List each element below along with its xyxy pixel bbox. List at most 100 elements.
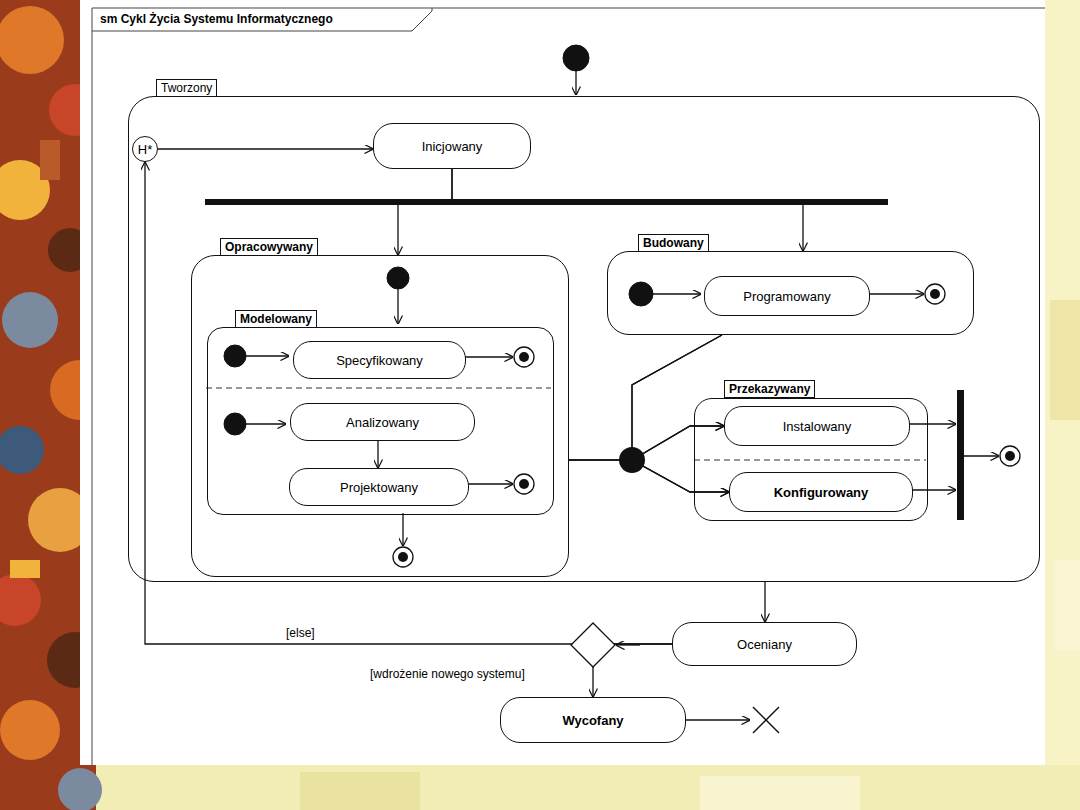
junction-point	[619, 447, 645, 473]
state-name-tab: Tworzony	[156, 79, 217, 97]
transition	[402, 513, 403, 546]
final-states	[1000, 446, 1020, 466]
state-name: Oceniany	[737, 637, 792, 652]
slide-background	[80, 765, 1080, 810]
pseudo-states	[387, 267, 409, 289]
final-states	[1005, 451, 1015, 461]
slide-background	[1045, 0, 1080, 810]
transition	[575, 71, 576, 95]
region-separator	[694, 460, 926, 461]
diagram-frame	[92, 8, 1045, 765]
transition	[246, 423, 286, 424]
state-name: Programowany	[743, 289, 830, 304]
guard-label: [else]	[284, 626, 317, 640]
slide-background	[1050, 300, 1080, 420]
state-box: Oceniany	[672, 622, 857, 666]
diagram-frame	[92, 8, 432, 31]
state-name: Instalowany	[783, 419, 852, 434]
transition	[452, 169, 803, 251]
state-name: Wycofany	[562, 713, 623, 728]
pseudo-states	[563, 45, 589, 71]
final-states	[514, 474, 534, 494]
final-states	[930, 289, 940, 299]
transition	[377, 441, 378, 468]
decorative-strip	[40, 140, 60, 180]
state-name-tab: Opracowywany	[220, 238, 318, 256]
decorative-strip	[0, 426, 44, 474]
final-states	[519, 479, 529, 489]
transition	[616, 644, 640, 645]
transition	[632, 335, 729, 492]
transition	[246, 355, 289, 356]
state-box: Programowany	[704, 276, 870, 316]
final-states	[514, 347, 534, 367]
region-separator	[206, 388, 551, 389]
composite-state: ModelowanySpecyfikowanyAnalizowanyProjek…	[207, 327, 554, 515]
transition	[466, 483, 513, 484]
decorative-strip	[2, 292, 58, 348]
transition	[246, 71, 999, 720]
state-box: Inicjowany	[373, 123, 531, 169]
decorative-strip	[0, 574, 41, 626]
transition	[911, 489, 956, 490]
final-states	[393, 547, 413, 567]
state-name: H*	[138, 142, 152, 157]
state-box: Specyfikowany	[293, 341, 466, 379]
transition	[158, 148, 373, 149]
state-name-tab: Przekazywany	[724, 380, 815, 398]
transition	[964, 455, 999, 456]
decision-diamond	[571, 623, 615, 667]
composite-state: PrzekazywanyInstalowanyKonfigurowany	[694, 398, 928, 521]
state-box: Wycofany	[500, 697, 686, 743]
decorative-strip	[0, 6, 64, 74]
terminate-symbol	[753, 707, 779, 733]
final-states	[925, 284, 945, 304]
transition	[686, 719, 750, 720]
transition	[145, 162, 672, 644]
pseudo-states	[629, 282, 653, 306]
state-box: Konfigurowany	[729, 472, 913, 512]
slide-background	[1055, 560, 1080, 650]
slide-background	[300, 772, 420, 810]
transition	[868, 293, 924, 294]
transition	[569, 460, 729, 492]
transition	[764, 582, 765, 622]
decorative-strip	[10, 560, 40, 578]
pseudo-states	[224, 413, 246, 435]
transition	[398, 169, 452, 255]
transition	[463, 356, 513, 357]
terminate-symbol	[753, 707, 779, 733]
transition	[908, 423, 956, 424]
terminate-symbol	[753, 707, 779, 733]
final-states	[398, 552, 408, 562]
state-name-tab: Modelowany	[235, 310, 317, 328]
fork-bar	[205, 199, 888, 205]
composite-state: OpracowywanyModelowanySpecyfikowanyAnali…	[191, 255, 569, 577]
pseudo-states	[224, 345, 246, 367]
state-name: Analizowany	[346, 415, 419, 430]
decorative-strip	[0, 700, 60, 760]
join-bar	[957, 390, 964, 520]
state-name: Specyfikowany	[336, 353, 423, 368]
state-box: Instalowany	[724, 406, 910, 446]
state-name-tab: Budowany	[638, 234, 709, 252]
diagram-ground	[80, 0, 1045, 765]
composite-state: BudowanyProgramowany	[607, 251, 974, 335]
transition	[397, 289, 398, 324]
decorative-strip	[58, 768, 102, 810]
state-name: Inicjowany	[422, 139, 483, 154]
diagram-title: sm Cykl Życia Systemu Informatycznego	[100, 12, 333, 26]
state-name: Konfigurowany	[774, 485, 869, 500]
state-box: Analizowany	[290, 403, 475, 441]
guard-label: [wdrożenie nowego systemu]	[368, 667, 527, 681]
diagram-frame	[92, 8, 1045, 765]
history-state: H*	[132, 136, 158, 162]
transition	[653, 293, 701, 294]
state-box: Projektowany	[289, 468, 469, 506]
